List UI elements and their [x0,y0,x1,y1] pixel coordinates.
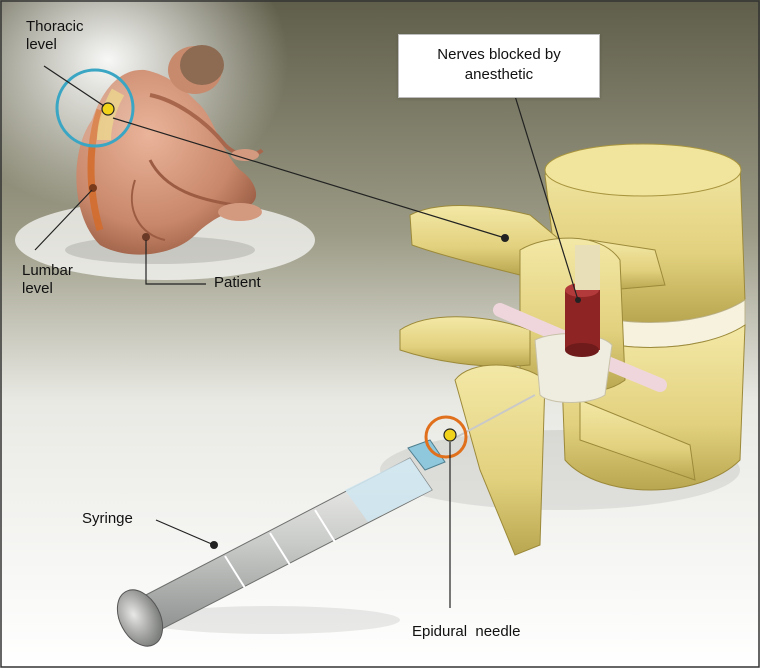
epidural-needle-label: Epidural needle [412,623,520,641]
patient-marker [142,233,150,241]
nerves-callout-box: Nerves blocked by anesthetic [398,34,600,98]
thoracic-level-label: Thoracic level [26,18,84,54]
needle-marker [444,429,456,441]
lumbar-marker [89,184,97,192]
nerves-label-line1: Nerves blocked by [399,46,599,64]
nerves-label-line2: anesthetic [399,66,599,84]
thoracic-marker [102,103,114,115]
thoracic-magnifier-circle [57,70,133,146]
patient-label: Patient [214,274,261,292]
lumbar-level-label: Lumbar level [22,262,73,298]
syringe-label: Syringe [82,510,133,528]
